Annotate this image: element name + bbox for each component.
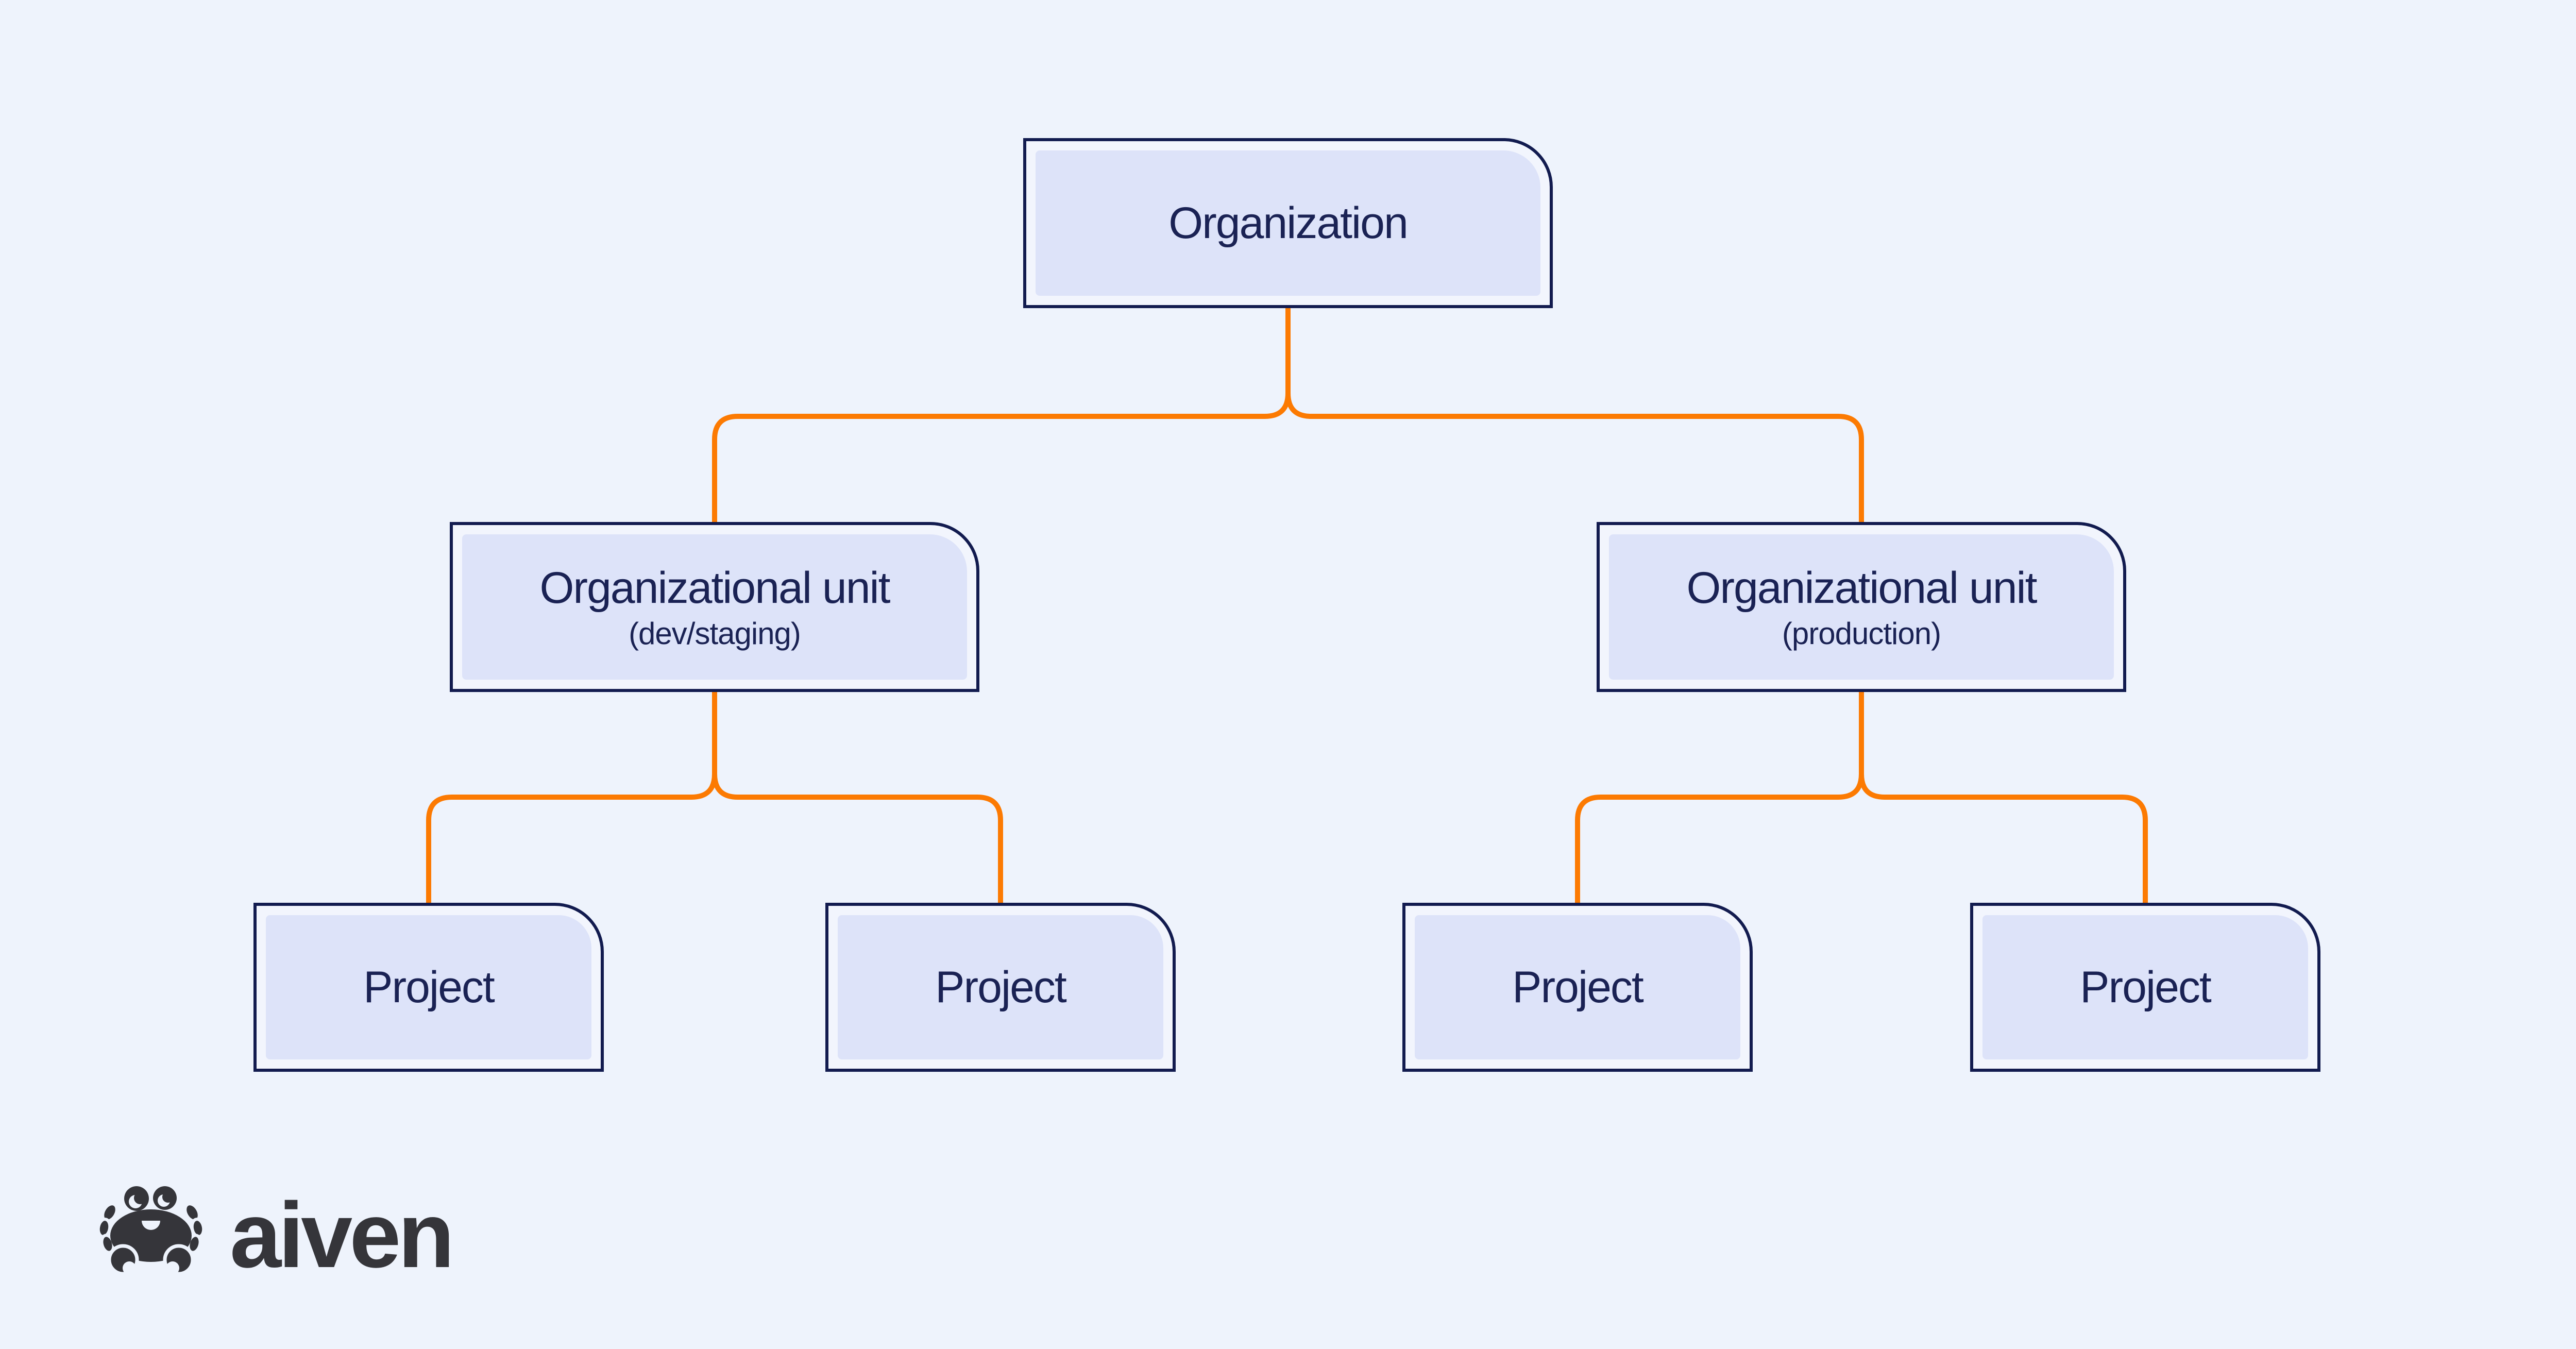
node-org-unit-dev-body: Organizational unit (dev/staging) — [462, 534, 967, 680]
node-organization-body: Organization — [1036, 150, 1540, 296]
connector-oudev-to-p2 — [712, 689, 1003, 904]
node-subtitle: (production) — [1782, 616, 1941, 651]
connector-ouprod-to-p3 — [1575, 689, 1864, 904]
connector-org-to-ou-dev — [712, 306, 1291, 524]
node-label: Organizational unit — [1686, 563, 2037, 613]
aiven-logo: aiven — [96, 1176, 454, 1287]
connector-oudev-to-p1 — [426, 689, 717, 904]
connector-ouprod-to-p4 — [1859, 689, 2148, 904]
node-org-unit-prod: Organizational unit (production) — [1597, 522, 2126, 692]
node-label: Organization — [1168, 198, 1409, 248]
node-org-unit-dev: Organizational unit (dev/staging) — [450, 522, 979, 692]
node-label: Project — [363, 962, 495, 1012]
node-subtitle: (dev/staging) — [629, 616, 801, 651]
node-label: Project — [2080, 962, 2212, 1012]
aiven-wordmark: aiven — [230, 1184, 454, 1287]
crab-icon — [96, 1186, 206, 1276]
node-org-unit-prod-body: Organizational unit (production) — [1609, 534, 2114, 680]
node-project-1: Project — [253, 903, 604, 1072]
node-project-2: Project — [825, 903, 1176, 1072]
node-label: Project — [935, 962, 1067, 1012]
node-project-4: Project — [1970, 903, 2320, 1072]
node-organization: Organization — [1023, 138, 1553, 308]
node-project-3: Project — [1402, 903, 1753, 1072]
node-label: Organizational unit — [539, 563, 890, 613]
connector-org-to-ou-prod — [1285, 306, 1864, 524]
node-label: Project — [1512, 962, 1644, 1012]
